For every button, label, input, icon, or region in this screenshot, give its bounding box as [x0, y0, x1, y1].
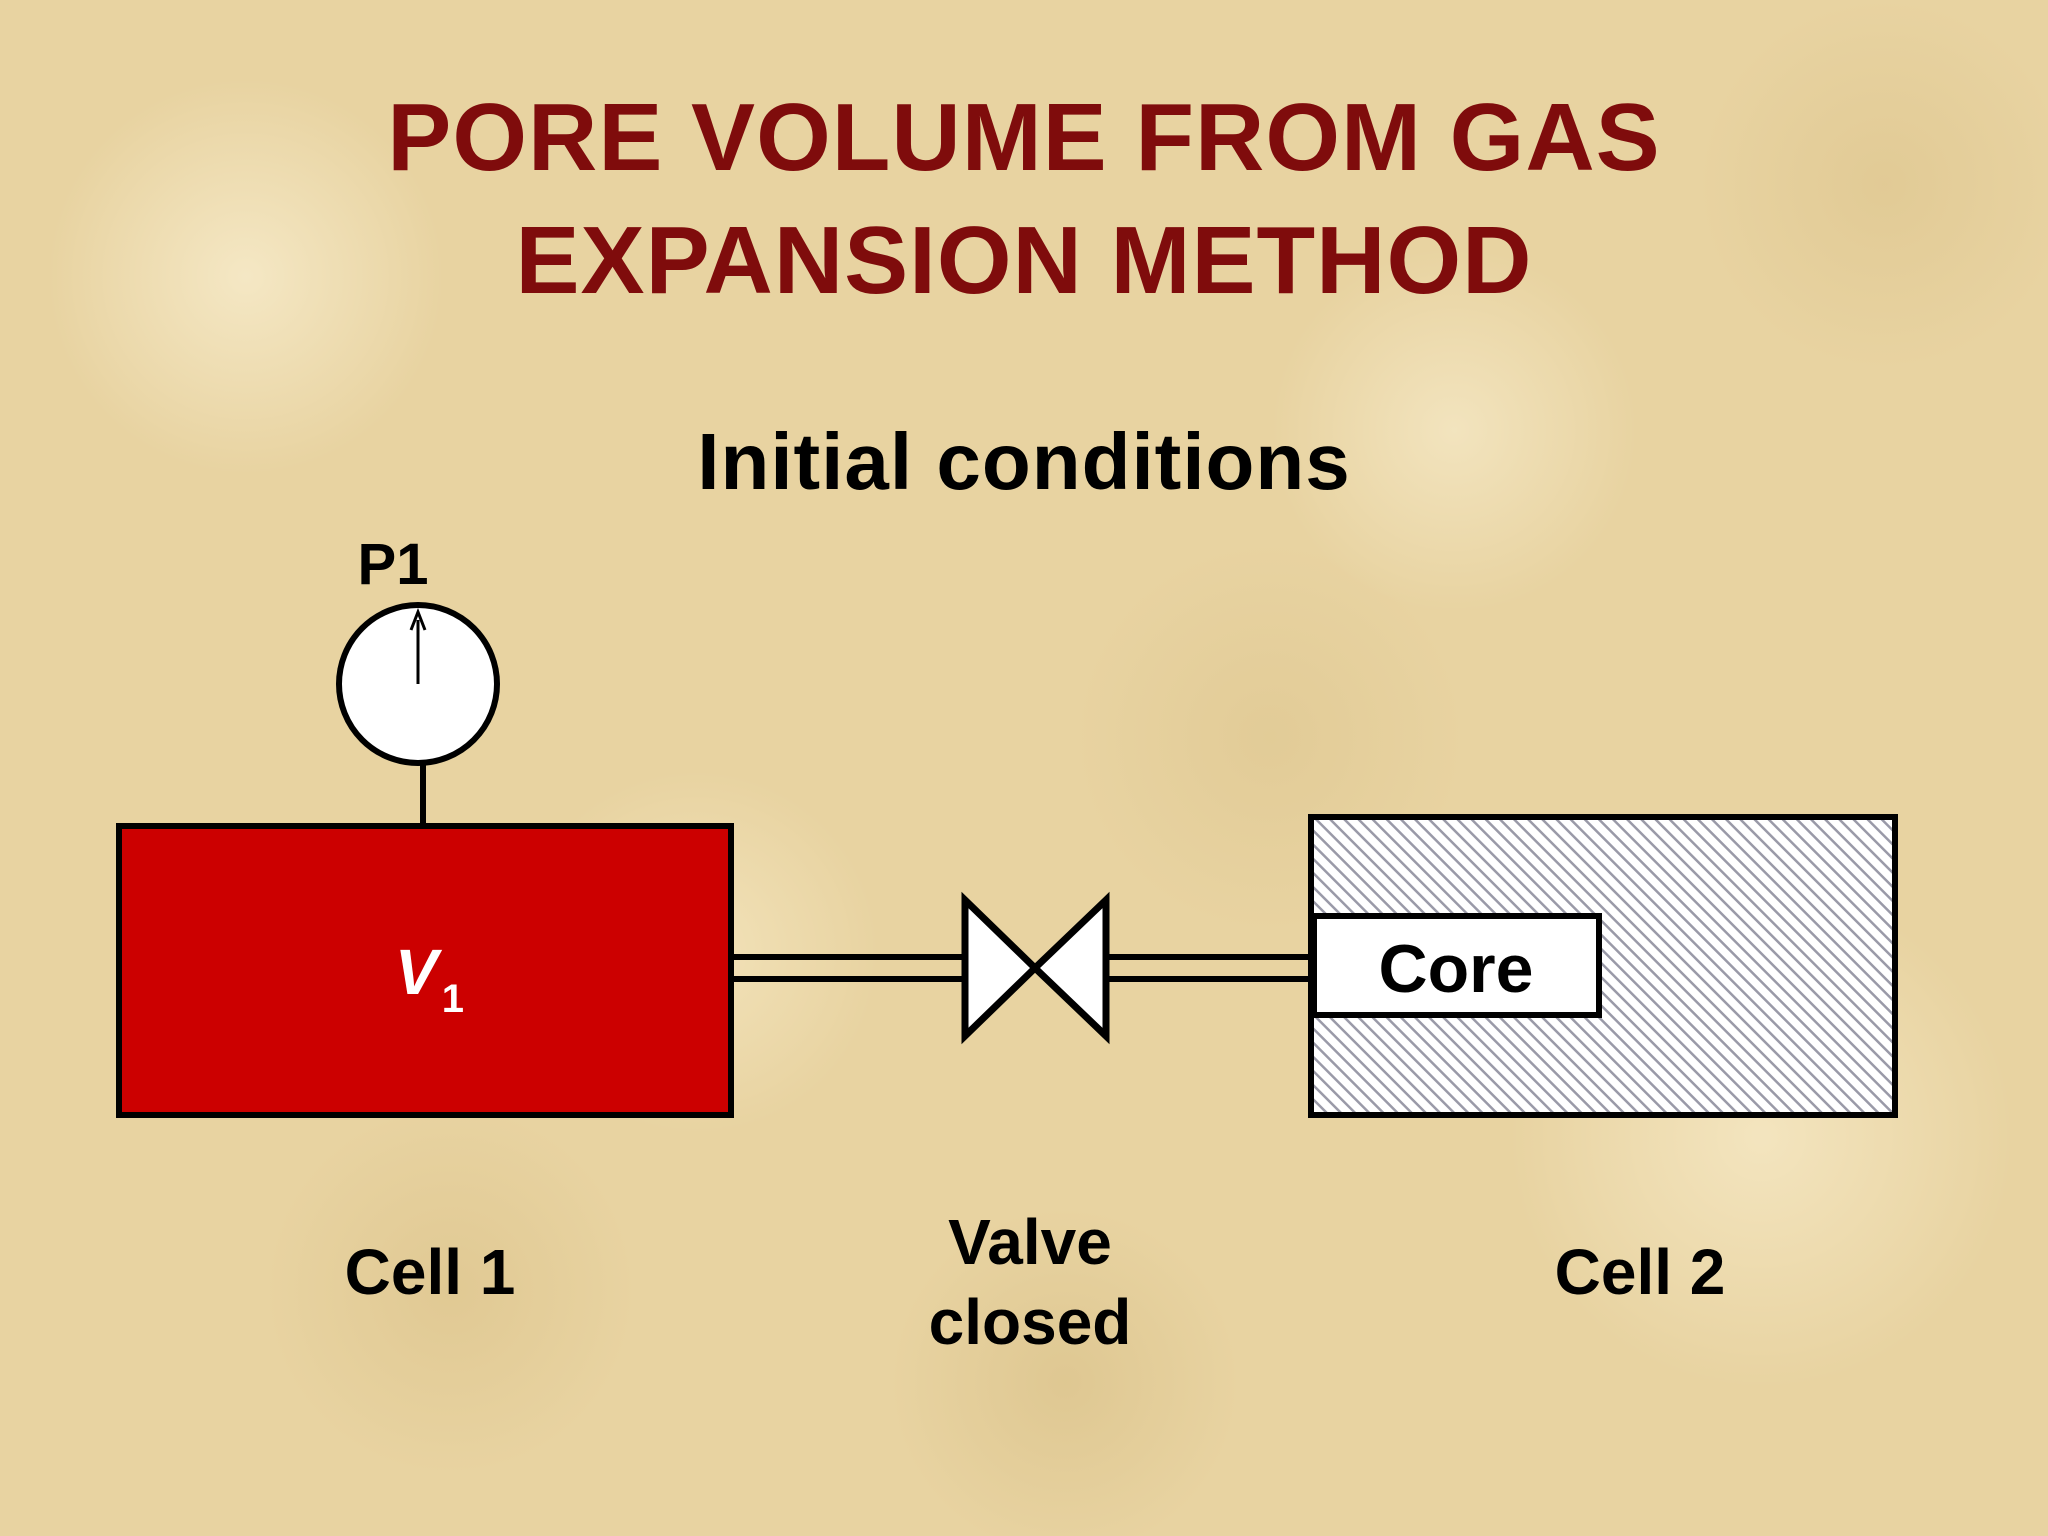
cell-2-label: Cell 2: [1554, 1236, 1726, 1308]
volume-subscript: 1: [442, 977, 464, 1021]
slide-title-line-2: EXPANSION METHOD: [515, 207, 1533, 314]
valve-status-label: Valve closed: [880, 1202, 1180, 1362]
cell-1-label: Cell 1: [344, 1236, 516, 1308]
volume-symbol: V: [395, 936, 443, 1008]
core-sample: [1311, 913, 1602, 1018]
gauge-needle-arrowhead: [409, 607, 427, 631]
valve-label-line-1: Valve: [948, 1206, 1112, 1278]
slide-title-line-1: PORE VOLUME FROM GAS: [387, 84, 1661, 191]
valve-closed-icon: [961, 891, 1110, 1045]
pressure-gauge: [336, 602, 500, 826]
pipe-right: [1106, 954, 1312, 982]
pipe-left: [731, 954, 965, 982]
slide-subtitle: Initial conditions: [697, 417, 1351, 506]
cell-1-vessel: [116, 823, 734, 1118]
gauge-pressure-label: P1: [357, 532, 429, 597]
core-label: Core: [1379, 931, 1534, 1007]
valve-label-line-2: closed: [928, 1286, 1132, 1358]
